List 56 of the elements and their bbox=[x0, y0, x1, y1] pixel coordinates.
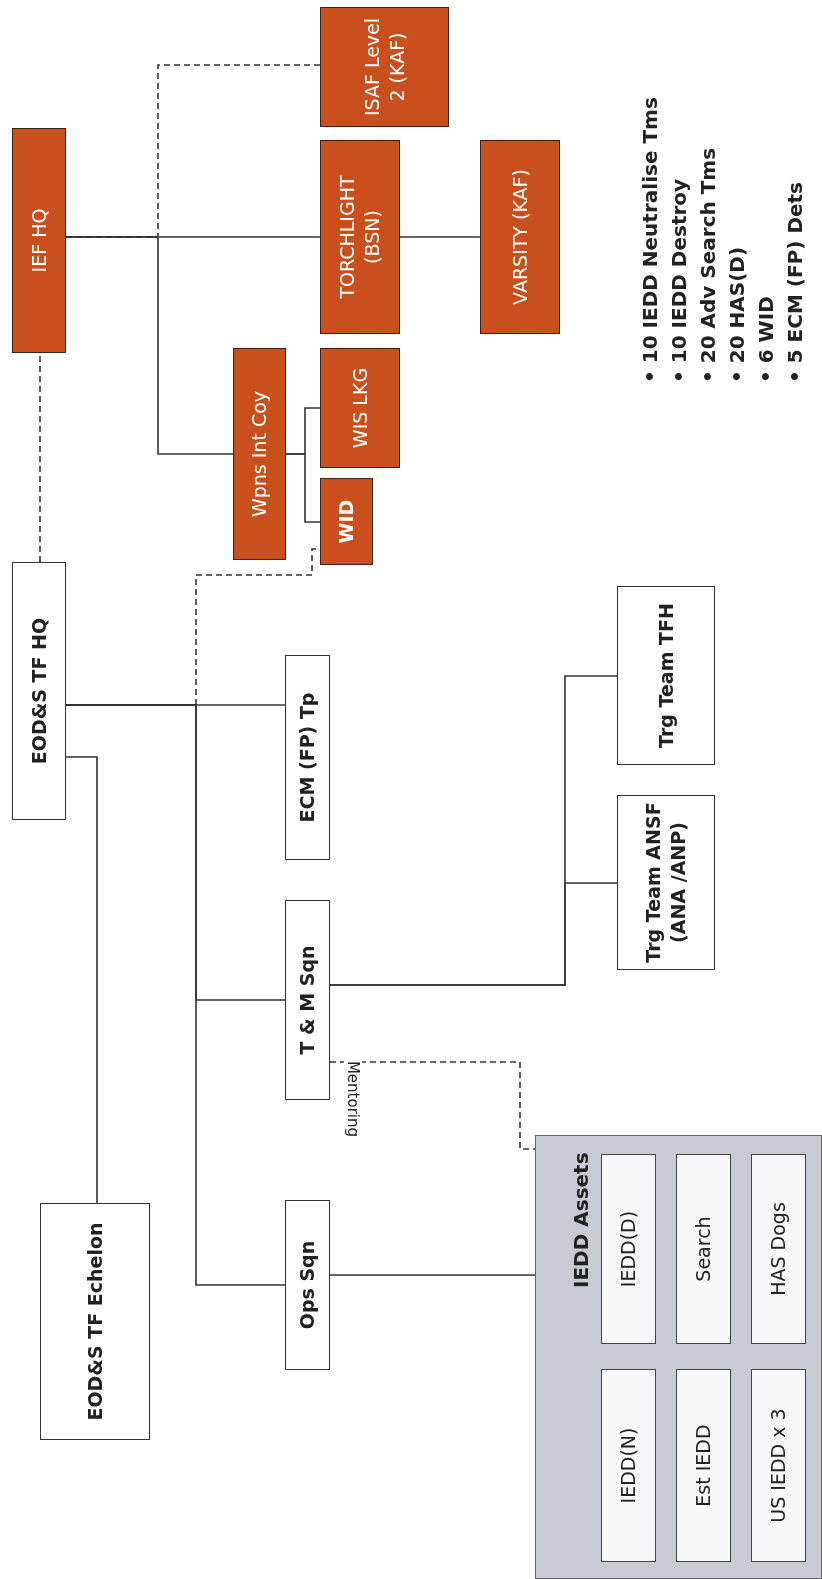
org-box bbox=[617, 795, 715, 970]
unit-box bbox=[480, 140, 560, 334]
org-box bbox=[40, 1203, 150, 1440]
box-label: Search bbox=[691, 1215, 716, 1284]
org-box bbox=[617, 586, 715, 765]
org-box bbox=[12, 562, 66, 820]
box-label: ISAF Level 2 (KAF) bbox=[359, 16, 409, 119]
connector bbox=[285, 453, 321, 523]
asset-box bbox=[601, 1154, 656, 1344]
connector bbox=[65, 756, 98, 1204]
box-label: ECM (FP) Tp bbox=[295, 691, 320, 825]
box-label: IEF HQ bbox=[26, 207, 51, 275]
unit-box bbox=[233, 348, 286, 560]
list-item: • 6 WID bbox=[753, 295, 779, 383]
box-label: IEDD(N) bbox=[616, 1426, 641, 1506]
box-label: T & M Sqn bbox=[295, 944, 320, 1057]
box-label: Trg Team TFH bbox=[653, 602, 678, 750]
asset-box bbox=[676, 1154, 731, 1344]
box-label: HAS Dogs bbox=[766, 1201, 791, 1298]
connector bbox=[399, 236, 481, 238]
list-item: • 20 HAS(D) bbox=[724, 245, 750, 383]
box-label: Est IEDD bbox=[691, 1423, 716, 1509]
box-label: EOD&S TF Echelon bbox=[82, 1221, 107, 1423]
unit-box bbox=[320, 348, 400, 468]
unit-box bbox=[12, 128, 66, 353]
org-box bbox=[285, 655, 330, 860]
box-label: IEDD(D) bbox=[616, 1209, 641, 1290]
asset-box bbox=[676, 1369, 731, 1562]
unit-box bbox=[320, 7, 449, 127]
box-label: WID bbox=[334, 498, 359, 546]
box-label: WIS LKG bbox=[347, 366, 372, 451]
box-label: Wpns Int Coy bbox=[247, 389, 272, 520]
dashed-connector bbox=[65, 64, 321, 238]
edge-label: Mentoring bbox=[344, 1058, 362, 1139]
org-box bbox=[285, 1200, 330, 1370]
box-label: US IEDD x 3 bbox=[766, 1407, 791, 1525]
box-label: Ops Sqn bbox=[295, 1239, 320, 1332]
box-label: VARSITY (KAF) bbox=[507, 168, 532, 307]
list-item: • 10 IEDD Destroy bbox=[666, 177, 692, 383]
box-label: EOD&S TF HQ bbox=[26, 616, 51, 767]
box-label: Trg Team ANSF (ANA /ANP) bbox=[641, 801, 690, 965]
asset-box bbox=[751, 1154, 806, 1344]
group-heading: IEDD Assets bbox=[568, 1151, 594, 1290]
dashed-connector bbox=[329, 1061, 536, 1150]
unit-box bbox=[320, 140, 400, 334]
unit-box bbox=[320, 478, 373, 565]
list-item: • 20 Adv Search Tms bbox=[695, 146, 721, 383]
list-item: • 10 IEDD Neutralise Tms bbox=[637, 96, 663, 383]
asset-box bbox=[751, 1369, 806, 1562]
list-item: • 5 ECM (FP) Dets bbox=[782, 180, 808, 383]
connector bbox=[329, 1274, 536, 1276]
box-label: TORCHLIGHT (BSN) bbox=[335, 174, 384, 301]
group-panel bbox=[535, 1135, 822, 1579]
connector bbox=[329, 675, 618, 986]
asset-box bbox=[601, 1369, 656, 1562]
org-box bbox=[285, 900, 330, 1100]
